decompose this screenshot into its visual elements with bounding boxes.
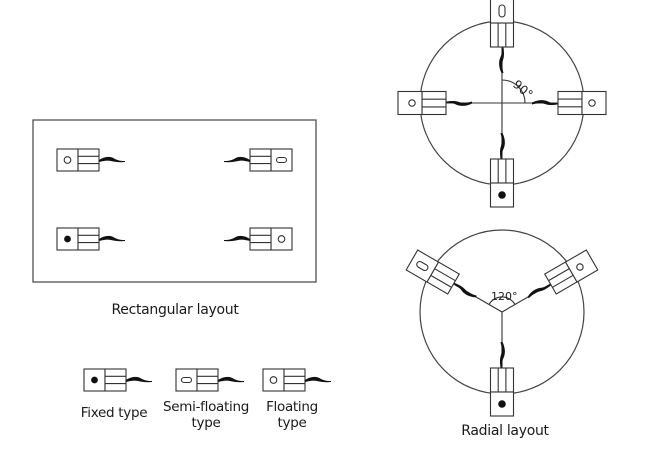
legend-label-semi-floating-line1: Semi-floating (163, 399, 249, 415)
rectangular-frame (32, 119, 317, 283)
semi-floating-slot-icon (180, 376, 193, 384)
angle-arc-90 (501, 79, 526, 104)
floating-hole-icon (277, 235, 286, 243)
legend-label-floating: Floating type (254, 399, 330, 431)
legend-label-fixed-text: Fixed type (80, 405, 148, 421)
legend-label-semi-floating-line2: type (191, 415, 221, 431)
sensor-semi-floating-top-right (223, 148, 293, 172)
legend-label-floating-line1: Floating (266, 399, 318, 415)
radial4-sensor-right (532, 90, 607, 116)
sensor-fixed-bottom-left (56, 227, 126, 251)
floating-hole-icon (269, 376, 278, 384)
fixed-hole-icon (91, 376, 98, 384)
sensor-floating-bottom-right (223, 227, 293, 251)
radial-layout-label: Radial layout (461, 423, 549, 439)
radial3-sensor-bottom (489, 342, 515, 417)
radial4-sensor-bottom (489, 133, 515, 208)
angle-arc-120 (488, 296, 516, 305)
legend-label-semi-floating: Semi-floating type (156, 399, 256, 431)
radial-layout-120: 120° (405, 229, 599, 417)
rectangular-layout-label: Rectangular layout (111, 302, 239, 318)
angle-label-90: 90° (510, 77, 535, 101)
legend-label-floating-line2: type (277, 415, 307, 431)
floating-hole-icon (63, 156, 72, 164)
legend-sensor-fixed (83, 368, 153, 392)
radial3-sensor-upper-left (405, 249, 477, 298)
semi-floating-slot-icon (275, 156, 288, 164)
legend-label-fixed: Fixed type (74, 405, 154, 421)
radial4-sensor-top (489, 0, 515, 73)
legend-sensor-semi-floating (175, 368, 245, 392)
radial-layout-90: 90° (397, 0, 607, 208)
angle-label-120: 120° (491, 290, 518, 303)
fixed-hole-icon (64, 235, 71, 243)
sensor-floating-top-left (56, 148, 126, 172)
radial4-sensor-left (397, 90, 472, 116)
radial3-sensor-upper-right (527, 249, 599, 299)
legend-sensor-floating (262, 368, 332, 392)
